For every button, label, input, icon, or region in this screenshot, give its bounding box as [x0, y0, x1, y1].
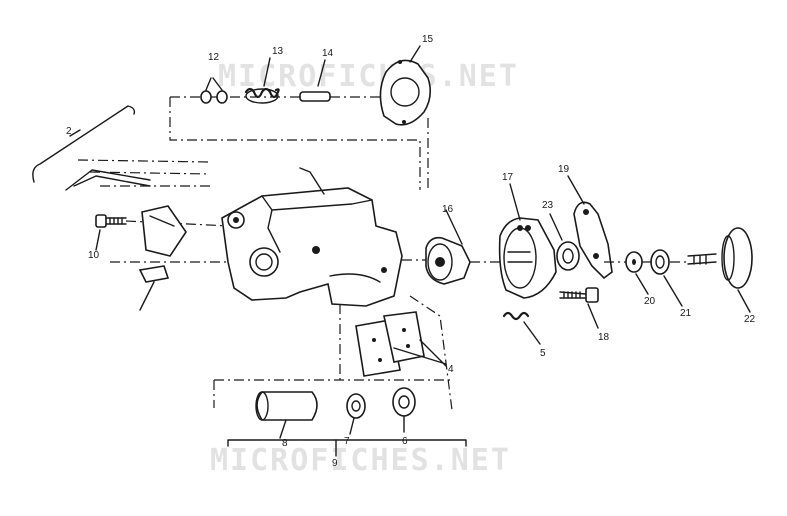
label-14: 14: [322, 48, 334, 59]
part-piston: [402, 209, 471, 285]
label-8: 8: [282, 438, 288, 449]
part-boot: [392, 387, 416, 433]
part-pad: [110, 261, 240, 311]
part-bushing: [346, 393, 366, 435]
label-16: 16: [442, 204, 454, 215]
label-15: 15: [422, 34, 434, 45]
label-17: 17: [502, 172, 514, 183]
part-caliper-outer: [470, 183, 557, 299]
label-6: 6: [402, 436, 408, 447]
part-washer: [625, 251, 649, 295]
watermark-bottom: MICROFICHES.NET: [210, 443, 511, 478]
part-gasket: [379, 45, 432, 126]
label-20: 20: [644, 296, 656, 307]
label-23: 23: [542, 200, 554, 211]
label-4: 4: [448, 364, 454, 375]
label-10: 10: [88, 250, 100, 261]
part-pin: [299, 59, 331, 102]
label-19: 19: [558, 164, 570, 175]
label-13: 13: [272, 46, 284, 57]
label-22: 22: [744, 314, 756, 325]
part-mounting-bracket: [567, 175, 613, 280]
label-2: 2: [66, 126, 72, 137]
part-seal-ring: [549, 213, 580, 271]
label-18: 18: [598, 332, 610, 343]
label-7: 7: [344, 436, 350, 447]
part-caliper-body: [221, 167, 403, 307]
part-hose: [32, 105, 211, 191]
part-bolt: [95, 214, 231, 251]
label-21: 21: [680, 308, 692, 319]
label-12: 12: [208, 52, 220, 63]
part-adjuster-knob: [604, 227, 753, 313]
part-clip: [502, 311, 541, 345]
part-brake-pads: [339, 295, 453, 411]
part-labels: 2 4 5 6 7 8 9 10 12 13 14 15 16 17 18 19…: [66, 34, 756, 469]
label-5: 5: [540, 348, 546, 359]
label-9: 9: [332, 458, 338, 469]
part-spring: [244, 57, 280, 104]
part-sleeve: [255, 391, 318, 439]
part-o-rings: [200, 77, 228, 104]
top-assembly-line: [169, 96, 429, 190]
bottom-kit-group: [213, 379, 467, 457]
part-bracket-plate: [141, 205, 187, 257]
part-long-bolt: [559, 287, 599, 329]
part-nut: [650, 249, 683, 307]
